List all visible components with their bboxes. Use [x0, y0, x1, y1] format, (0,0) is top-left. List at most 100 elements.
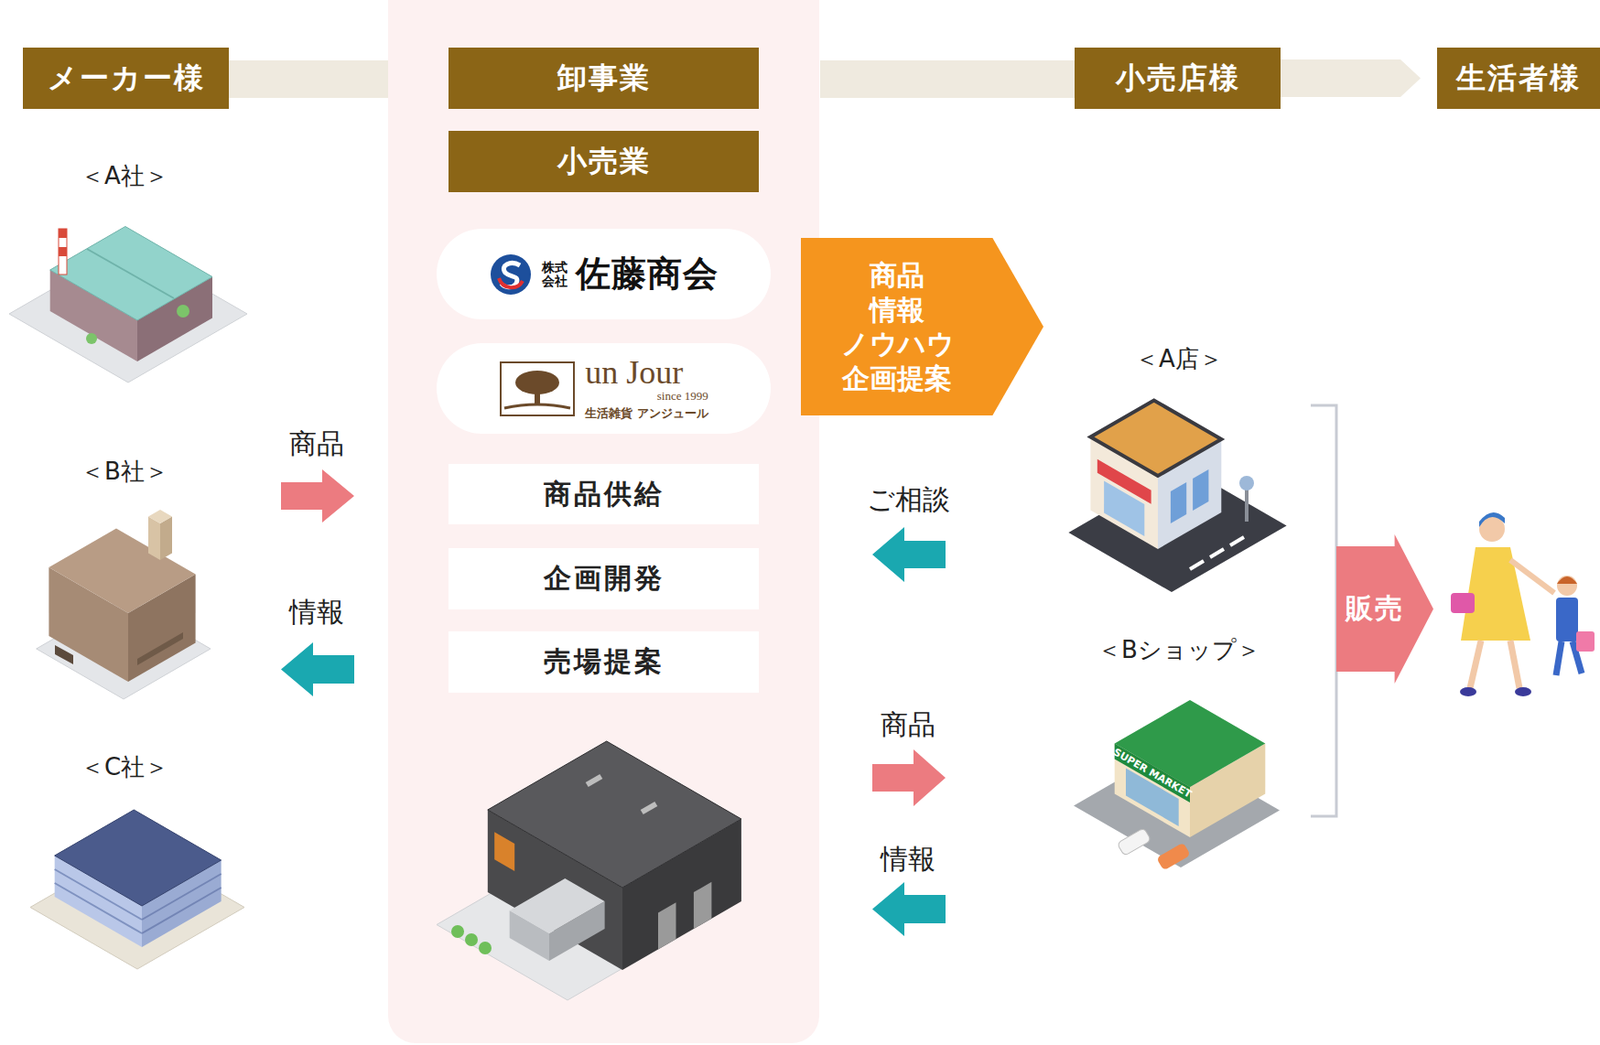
- header-band: 生活者様: [1437, 47, 1600, 109]
- logo-mark: [498, 278, 523, 288]
- shoppers-part: [1514, 687, 1532, 697]
- center-panel-part: [388, 0, 820, 1044]
- warehouse-part: [658, 902, 677, 950]
- shoppers-part: [1556, 576, 1578, 584]
- node-text: 株式 会社: [541, 260, 569, 288]
- company-label: ＜C社＞: [80, 751, 169, 784]
- node-text: 商品供給: [543, 475, 665, 514]
- store-a-part: [1239, 475, 1255, 491]
- factory-b-part: [148, 517, 161, 562]
- store-a-part: [1090, 400, 1222, 477]
- center-panel: [388, 0, 820, 1044]
- factory-b: [36, 509, 211, 700]
- warehouse-part: [487, 741, 742, 888]
- shoppers-part: [1479, 512, 1505, 528]
- store-a: [1068, 400, 1287, 594]
- store-bracket: [1310, 405, 1337, 817]
- factory-a-part: [86, 248, 174, 299]
- factory-a-part: [50, 227, 213, 322]
- factory-a-part: [86, 333, 98, 345]
- header-band: 小売業: [448, 130, 759, 193]
- company-logo: [488, 252, 533, 297]
- header-band: メーカー様: [22, 47, 229, 109]
- service-box: 商品供給: [448, 464, 759, 525]
- node-text: 卸事業: [557, 58, 651, 99]
- flow-label: ご相談: [866, 481, 951, 519]
- flow-label: 情報: [289, 594, 345, 632]
- warehouse-part: [509, 878, 606, 934]
- factory-a: [9, 227, 248, 384]
- factory-c-part: [54, 869, 142, 920]
- shoppers-part: [1576, 631, 1595, 652]
- tree-ground: [504, 404, 571, 409]
- sign-text: SUPER MARKET: [1111, 745, 1194, 800]
- brand-logo: [498, 360, 576, 418]
- shoppers-part: [1510, 640, 1520, 689]
- company-label: ＜A社＞: [80, 160, 169, 193]
- factory-a-part: [176, 304, 190, 318]
- node-text: 売場提案: [543, 643, 665, 682]
- store-a-part: [1103, 481, 1145, 538]
- header-band: 小売店様: [1074, 47, 1281, 109]
- node-text: 小売業: [557, 141, 651, 183]
- node-text: 佐藤商会: [575, 250, 719, 298]
- flow-label: 商品: [289, 425, 345, 464]
- factory-c-part: [54, 810, 222, 907]
- tree-trunk: [534, 388, 541, 405]
- flow-arrows-part: [872, 527, 946, 583]
- warehouse-part: [640, 801, 659, 815]
- store-bracket-part: [1310, 405, 1337, 817]
- sales-arrow-shape: 販売: [1336, 534, 1434, 684]
- brand-pill: un Joursince 1999生活雑貨 アンジュール: [436, 343, 771, 434]
- logo-circle: [490, 254, 531, 295]
- arrow-fill: [1336, 534, 1434, 684]
- node-text: 商品 情報 ノウハウ 企画提案: [841, 258, 954, 396]
- flow-arrows-part: [281, 469, 355, 523]
- flow-band: [1280, 59, 1421, 98]
- shoppers: [1450, 512, 1595, 697]
- flow-arrows-part: [872, 882, 946, 937]
- service-box: 売場提案: [448, 631, 759, 693]
- factory-b-part: [54, 645, 74, 665]
- node-text: 生活者様: [1456, 58, 1581, 99]
- factory-b-part: [148, 509, 173, 524]
- factory-b-part: [160, 517, 173, 562]
- warehouse-part: [585, 774, 604, 788]
- shoppers-part: [1510, 560, 1555, 594]
- factory-a-part: [58, 247, 67, 257]
- supermarket-part: [1114, 700, 1266, 788]
- company-pill: 株式 会社佐藤商会: [436, 228, 771, 320]
- store-a-part: [1189, 561, 1204, 570]
- node-text: 販売: [1345, 590, 1405, 628]
- factory-b-part: [48, 529, 195, 615]
- warehouse-part: [464, 933, 478, 947]
- shoppers-part: [1450, 593, 1475, 614]
- shoppers-part: [1459, 687, 1477, 697]
- store-a-part: [1170, 482, 1187, 524]
- warehouse-part: [693, 882, 713, 930]
- supermarket: [1073, 700, 1280, 871]
- factory-c-part: [141, 887, 222, 934]
- logo-frame: [500, 362, 574, 416]
- store-a-part: [1192, 469, 1209, 511]
- store-label: ＜Bショップ＞: [1097, 634, 1261, 667]
- shoppers-part: [1470, 640, 1482, 689]
- factory-a-part: [58, 228, 67, 238]
- shoppers-part: [1556, 575, 1578, 596]
- shoppers-part: [1556, 641, 1562, 676]
- flow-label: 商品: [880, 706, 936, 745]
- shoppers-part: [1556, 597, 1579, 642]
- factory-c-part: [141, 874, 222, 920]
- supermarket-part: [1156, 843, 1190, 872]
- factory-a-part: [58, 228, 67, 275]
- node-text: since 1999: [657, 389, 709, 404]
- store-label: ＜A店＞: [1135, 343, 1223, 376]
- header-bar-part: [820, 60, 1075, 98]
- factory-c-part: [54, 883, 142, 934]
- factory-c: [30, 810, 245, 970]
- warehouse-part: [478, 941, 492, 955]
- flow-arrows: [281, 469, 946, 937]
- warehouse-part: [494, 832, 515, 872]
